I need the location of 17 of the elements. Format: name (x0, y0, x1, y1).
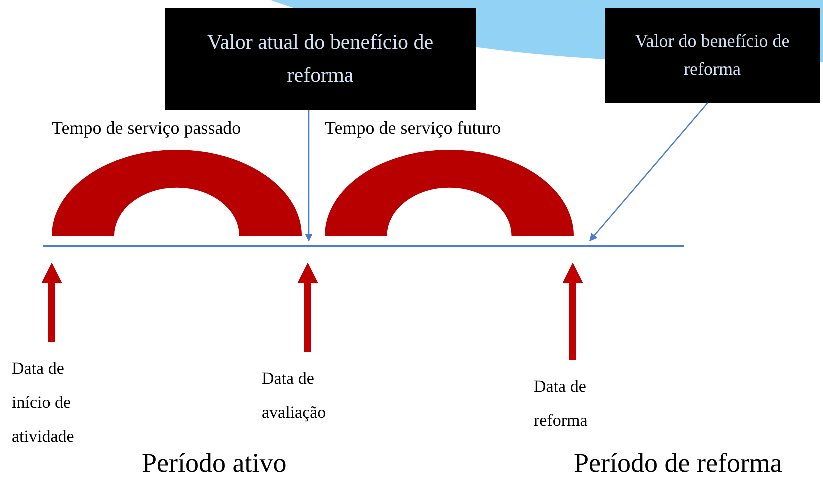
arrow (589, 102, 708, 242)
value-box (165, 8, 476, 110)
arrow (305, 110, 313, 242)
timeline (43, 245, 684, 247)
date-label: Data de início de atividade (12, 358, 76, 448)
value-text: Valor do benefício de reforma (634, 30, 791, 80)
period-label: Período ativo (142, 448, 287, 479)
value-text: Valor atual do benefício de reforma (206, 29, 435, 89)
period-label: Período de reforma (574, 448, 782, 479)
value-box (605, 8, 820, 103)
arrow (298, 262, 318, 352)
arrow (562, 262, 584, 360)
period-heading: Tempo de serviço passado (52, 118, 242, 139)
period-heading: Tempo de serviço futuro (325, 118, 502, 139)
date-label: Data de avaliação (262, 368, 328, 424)
date-label: Data de reforma (534, 376, 589, 432)
arrow (42, 262, 62, 342)
